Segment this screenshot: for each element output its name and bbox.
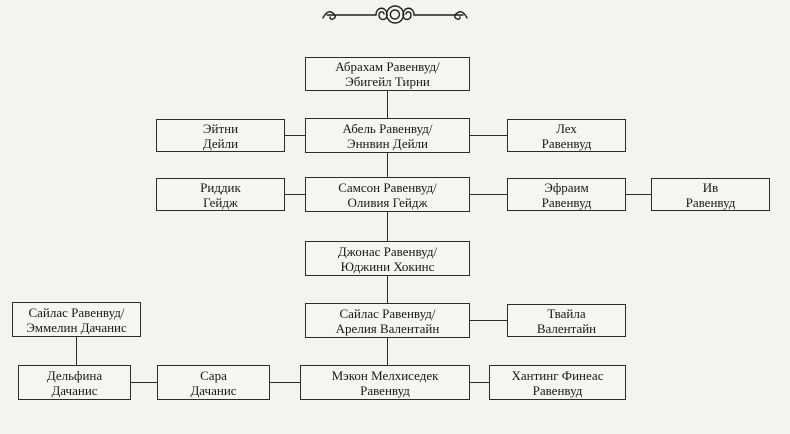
node-name-line: Самсон Равенвуд/ — [338, 179, 437, 195]
tree-node-abel-annwin: Абель Равенвуд/ Эннвин Дейли — [305, 118, 470, 153]
node-name-line: Гейдж — [203, 194, 238, 210]
tree-node-lekh-ravenwood: Лех Равенвуд — [507, 119, 626, 152]
tree-node-jonas-eugenie: Джонас Равенвуд/ Юджини Хокинс — [305, 241, 470, 276]
node-name-line: Лех — [556, 120, 577, 136]
node-name-line: Хантинг Финеас — [511, 367, 604, 383]
tree-node-sarah-duchannes: Сара Дачанис — [157, 365, 270, 400]
connector-vertical-abraham-abel — [387, 91, 388, 118]
tree-node-delphine-duchannes: Дельфина Дачанис — [18, 365, 131, 400]
decorative-flourish — [320, 2, 470, 31]
tree-node-riddick-gage: Риддик Гейдж — [156, 178, 285, 211]
node-name-line: Мэкон Мелхиседек — [331, 367, 439, 383]
connector-horizontal-sarah-macon — [270, 382, 300, 383]
node-name-line: Сайлас Равенвуд/ — [339, 305, 436, 321]
connector-horizontal-samson-ephraim — [470, 194, 507, 195]
tree-node-abraham-abigail: Абрахам Равенвуд/ Эбигейл Тирни — [305, 57, 470, 91]
node-name-line: Равенвуд — [685, 194, 736, 210]
connector-vertical-jonas-silas — [387, 276, 388, 303]
tree-node-ephraim-ravenwood: Эфраим Равенвуд — [507, 178, 626, 211]
node-name-line: Валентайн — [536, 320, 597, 336]
node-name-line: Дачанис — [51, 382, 98, 398]
connector-vertical-abel-samson — [387, 153, 388, 177]
tree-node-silas-arelia: Сайлас Равенвуд/ Арелия Валентайн — [305, 303, 470, 338]
decorative-flourish-icon — [322, 5, 468, 24]
node-name-line: Оливия Гейдж — [347, 194, 428, 210]
tree-node-samson-olivia: Самсон Равенвуд/ Оливия Гейдж — [305, 177, 470, 212]
node-name-line: Арелия Валентайн — [335, 320, 440, 336]
node-name-line: Эйтни — [202, 120, 239, 136]
node-name-line: Сара — [200, 367, 227, 383]
node-name-line: Абрахам Равенвуд/ — [335, 59, 440, 74]
connector-vertical-silas-macon — [387, 338, 388, 365]
connector-vertical-samson-jonas — [387, 212, 388, 241]
connector-horizontal-ephraim-ive — [626, 194, 651, 195]
node-name-line: Риддик — [200, 179, 241, 195]
node-name-line: Равенвуд — [541, 194, 592, 210]
node-name-line: Дельфина — [46, 367, 103, 383]
node-name-line: Ив — [702, 179, 719, 195]
connector-horizontal-delphine-sarah — [131, 382, 157, 383]
connector-horizontal-silas-twyla — [470, 320, 507, 321]
tree-node-macon-ravenwood: Мэкон Мелхиседек Равенвуд — [300, 365, 470, 400]
tree-node-twyla-valentin: Твайла Валентайн — [507, 304, 626, 337]
tree-node-hunting-ravenwood: Хантинг Финеас Равенвуд — [489, 365, 626, 400]
node-name-line: Равенвуд — [532, 382, 583, 398]
connector-vertical-silas-delphine — [76, 337, 77, 365]
node-name-line: Сайлас Равенвуд/ — [28, 304, 125, 320]
node-name-line: Твайла — [547, 305, 586, 321]
connector-horizontal-eitni-abel — [285, 135, 305, 136]
tree-node-eitni-daily: Эйтни Дейли — [156, 119, 285, 152]
node-name-line: Юджини Хокинс — [340, 258, 435, 274]
node-name-line: Равенвуд — [541, 135, 592, 151]
node-name-line: Абель Равенвуд/ — [342, 120, 433, 136]
node-name-line: Эннвин Дейли — [347, 135, 428, 151]
node-name-line: Дачанис — [190, 382, 237, 398]
tree-node-silas-emmeline: Сайлас Равенвуд/ Эммелин Дачанис — [12, 302, 141, 337]
node-name-line: Дейли — [202, 135, 239, 151]
node-name-line: Эбигейл Тирни — [345, 74, 430, 89]
node-name-line: Эфраим — [544, 179, 589, 195]
node-name-line: Джонас Равенвуд/ — [337, 243, 438, 259]
node-name-line: Эммелин Дачанис — [26, 319, 127, 335]
connector-horizontal-riddick-samson — [285, 194, 305, 195]
connector-horizontal-abel-lekh — [470, 135, 507, 136]
connector-horizontal-macon-hunting — [470, 382, 489, 383]
node-name-line: Равенвуд — [360, 382, 410, 398]
tree-node-ive-ravenwood: Ив Равенвуд — [651, 178, 770, 211]
